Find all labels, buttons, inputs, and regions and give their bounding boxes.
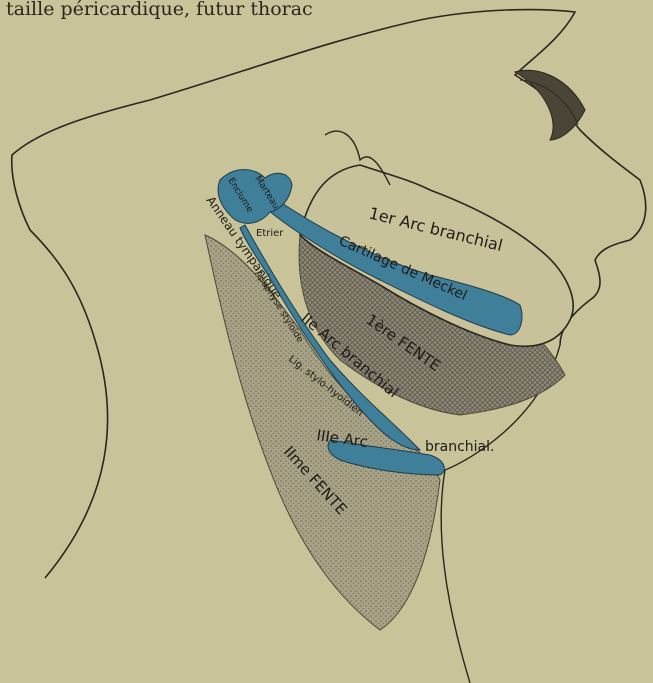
- label-arc3-right: branchial.: [425, 439, 494, 455]
- label-etrier: Etrier: [256, 228, 284, 239]
- caption-fragment: taille péricardique, futur thorac: [6, 0, 313, 20]
